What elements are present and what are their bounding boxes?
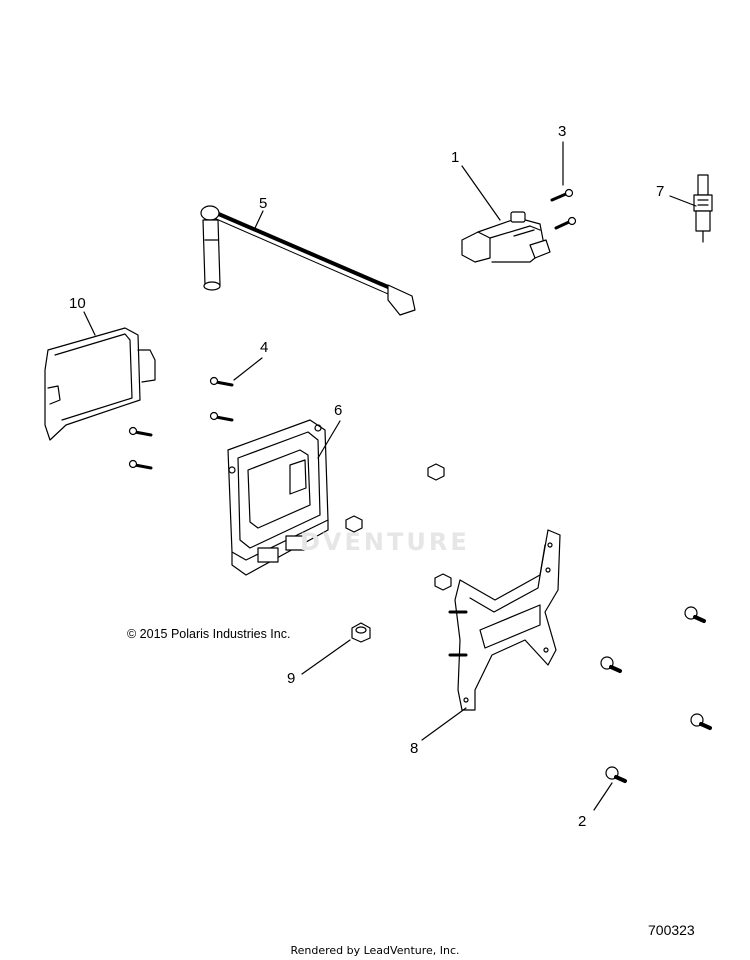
leader-line-9: [301, 639, 351, 675]
leader-line-6: [317, 420, 341, 459]
leader-line-1: [461, 165, 501, 221]
ignition-coil-part[interactable]: [461, 211, 551, 263]
callout-10[interactable]: 10: [69, 295, 86, 312]
leader-line-4: [233, 357, 263, 381]
nut-part[interactable]: [345, 463, 452, 591]
callout-8[interactable]: 8: [410, 740, 419, 757]
leader-line-10: [83, 311, 96, 336]
diagram-number: 700323: [648, 922, 695, 938]
leader-line-8: [421, 707, 467, 741]
ecu-module-part[interactable]: [227, 419, 329, 576]
high-tension-lead-part[interactable]: [200, 205, 416, 316]
leader-line-7: [669, 195, 697, 207]
flange-nut-part[interactable]: [351, 622, 371, 643]
callout-9[interactable]: 9: [287, 670, 296, 687]
mounting-plate-part[interactable]: [448, 529, 561, 711]
copyright-text: © 2015 Polaris Industries Inc.: [127, 627, 291, 641]
footer-credit: Rendered by LeadVenture, Inc.: [290, 944, 460, 957]
callout-2[interactable]: 2: [578, 813, 587, 830]
coil-screw-part[interactable]: [550, 188, 577, 230]
callout-7[interactable]: 7: [656, 183, 665, 200]
callout-5[interactable]: 5: [259, 195, 268, 212]
callout-6[interactable]: 6: [334, 402, 343, 419]
callout-3[interactable]: 3: [558, 123, 567, 140]
leader-line-2: [593, 782, 613, 811]
ecu-bracket-part[interactable]: [44, 327, 156, 441]
callout-1[interactable]: 1: [451, 149, 460, 166]
spark-plug-part[interactable]: [693, 174, 713, 243]
ecu-mounting-bolt-part[interactable]: [128, 376, 234, 470]
shoulder-bolt-part[interactable]: [600, 606, 712, 783]
watermark-text: DVENTURE: [300, 528, 470, 556]
callout-4[interactable]: 4: [260, 339, 269, 356]
leader-line-5: [254, 210, 264, 229]
